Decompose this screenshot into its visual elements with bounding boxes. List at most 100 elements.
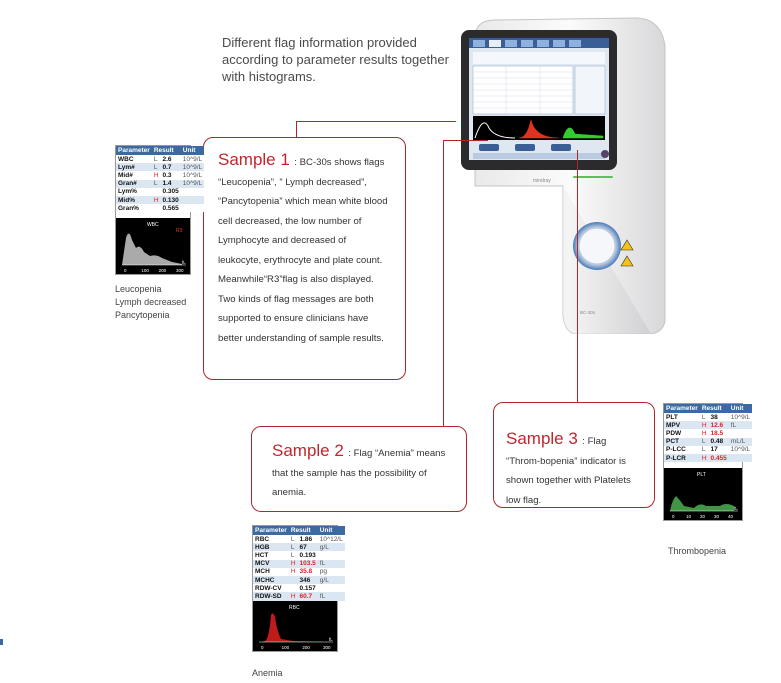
param-cell: MCV xyxy=(253,559,289,568)
svg-text:BC-30s: BC-30s xyxy=(580,310,596,315)
sample1-callout: Sample 1 : BC-30s shows flags “Leucopeni… xyxy=(203,137,406,380)
unit-label: fL xyxy=(329,637,333,642)
col-unit: Unit xyxy=(317,526,345,535)
histogram-flag: R3 xyxy=(176,228,183,234)
unit-cell: fL xyxy=(317,592,345,601)
tick-label: 0 xyxy=(261,645,264,650)
tick-label: 200 xyxy=(159,268,167,273)
col-unit: Unit xyxy=(728,404,753,413)
param-cell: P-LCR xyxy=(664,453,700,463)
sample2-callout: Sample 2 : Flag “Anemia” means that the … xyxy=(251,426,467,512)
caption-line: Anemia xyxy=(252,668,283,678)
result-cell: 0.130 xyxy=(160,195,181,205)
tick-label: 300 xyxy=(176,268,184,273)
histogram-label: RBC xyxy=(289,605,300,611)
flag-cell: H xyxy=(290,568,296,576)
tick-label: 100 xyxy=(141,268,149,273)
param-cell: Mid# xyxy=(118,171,133,179)
caption-line: Thrombopenia xyxy=(668,546,727,556)
connector-sample3 xyxy=(577,150,579,402)
connector-sample2-h xyxy=(443,140,488,142)
param-cell: MCHC xyxy=(253,575,289,585)
table-row: RDW-CV 0.157 xyxy=(253,584,345,592)
col-parameter: Parameter xyxy=(253,526,289,535)
intro-text: Different flag information provided acco… xyxy=(222,35,449,84)
flag-cell: L xyxy=(701,446,706,454)
result-cell: 60.7 xyxy=(297,592,318,601)
param-cell: MCH xyxy=(255,568,270,576)
flag-cell: L xyxy=(699,437,709,446)
tick-label: 0 xyxy=(124,268,127,273)
unit-cell xyxy=(729,429,752,437)
unit-cell xyxy=(180,195,205,205)
flag-cell xyxy=(289,584,298,592)
flag-cell: L xyxy=(701,413,706,421)
table-row: Gran%0.565 xyxy=(116,204,204,212)
param-cell: MPV xyxy=(664,421,700,430)
col-parameter: Parameter xyxy=(664,404,700,413)
col-result: Result xyxy=(288,526,318,535)
param-cell: WBC xyxy=(118,155,134,163)
result-cell: 0.193 xyxy=(299,551,316,559)
result-cell: 1.4 xyxy=(160,179,181,188)
result-cell: 17 xyxy=(710,446,718,454)
table-row: Lym%0.305 xyxy=(116,188,204,196)
flag-cell xyxy=(152,188,161,196)
unit-cell: mL/L xyxy=(728,437,753,446)
param-cell: PCT xyxy=(664,437,700,446)
unit-cell xyxy=(181,188,204,196)
col-unit: Unit xyxy=(180,146,205,155)
param-cell: RBC xyxy=(255,535,270,543)
unit-label: fL xyxy=(182,260,186,265)
result-cell: 18.5 xyxy=(710,429,724,437)
param-cell: RDW-SD xyxy=(253,592,289,601)
flag-cell: H xyxy=(288,559,298,568)
param-cell: HCT xyxy=(255,551,269,559)
hematology-analyzer-illustration: mindray BC-30s xyxy=(455,16,667,335)
histogram-label: WBC xyxy=(147,222,159,228)
col-result: Result xyxy=(151,146,181,155)
result-cell: 1.86 xyxy=(299,535,313,543)
flag-cell: H xyxy=(699,453,709,463)
param-cell: PDW xyxy=(666,429,682,437)
param-cell: RDW-CV xyxy=(255,584,282,592)
result-cell: 67 xyxy=(297,543,318,552)
rbc-captions: Anemia xyxy=(252,667,283,680)
caption-line: Lymph decreased xyxy=(115,297,187,307)
result-cell: 0.157 xyxy=(299,584,316,592)
wbc-histogram: WBC R3 0 100 200 300 fL xyxy=(116,218,190,275)
flag-cell: H xyxy=(699,421,709,430)
flag-cell: H xyxy=(288,592,298,601)
param-cell: P-LCC xyxy=(666,446,686,454)
unit-cell: fL xyxy=(728,421,753,430)
histogram-curve xyxy=(261,612,329,642)
tick-label: 10 xyxy=(686,514,692,519)
sample1-title: Sample 1 xyxy=(218,150,290,169)
col-parameter: Parameter xyxy=(116,146,152,155)
param-cell: Mid% xyxy=(116,195,152,205)
connector-sample1 xyxy=(296,121,298,139)
param-cell: HGB xyxy=(253,543,289,552)
flag-cell: L xyxy=(290,535,295,543)
tick-label: 40 xyxy=(728,514,734,519)
result-cell: 38 xyxy=(710,413,718,421)
sample3-title: Sample 3 xyxy=(506,429,578,448)
unit-cell: g/L xyxy=(317,575,345,585)
unit-cell xyxy=(318,584,345,592)
tick-label: 200 xyxy=(302,645,310,650)
tick-label: 100 xyxy=(282,645,290,650)
result-cell: 2.6 xyxy=(162,155,172,163)
